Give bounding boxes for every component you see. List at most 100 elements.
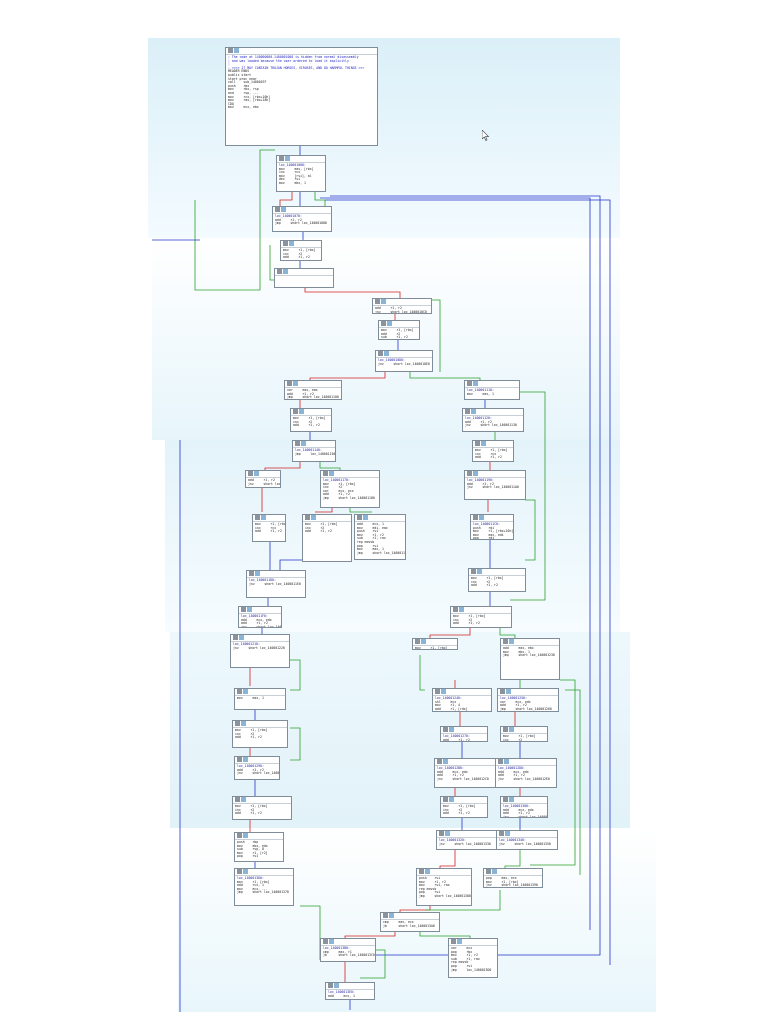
node-group-icon[interactable] [479, 515, 484, 520]
node-color-icon[interactable] [503, 727, 508, 732]
node-header[interactable] [253, 515, 285, 522]
node-color-icon[interactable] [277, 269, 282, 274]
node-group-icon[interactable] [329, 471, 334, 476]
node-color-icon[interactable] [498, 759, 503, 764]
node-group-icon[interactable] [241, 721, 246, 726]
node-group-icon[interactable] [492, 869, 497, 874]
node-group-icon[interactable] [363, 515, 368, 520]
node-color-icon[interactable] [471, 569, 476, 574]
node-header[interactable] [285, 381, 341, 388]
node-color-icon[interactable] [503, 797, 508, 802]
node-group-icon[interactable] [389, 913, 394, 918]
node-group-icon[interactable] [289, 241, 294, 246]
node-header[interactable] [373, 299, 431, 306]
node-group-icon[interactable] [243, 689, 248, 694]
node-color-icon[interactable] [248, 471, 253, 476]
node-group-icon[interactable] [299, 409, 304, 414]
node-group-icon[interactable] [481, 441, 486, 446]
node-color-icon[interactable] [255, 515, 260, 520]
node-color-icon[interactable] [323, 471, 328, 476]
node-color-icon[interactable] [443, 727, 448, 732]
node-group-icon[interactable] [504, 759, 509, 764]
code-block-node[interactable]: loc_140001090:jmp short loc_1400010A0 [274, 268, 334, 288]
node-group-icon[interactable] [384, 351, 389, 356]
node-header[interactable] [451, 607, 511, 614]
node-color-icon[interactable] [235, 721, 240, 726]
node-group-icon[interactable] [441, 689, 446, 694]
node-header[interactable] [417, 869, 471, 876]
node-header[interactable] [497, 831, 557, 838]
node-header[interactable] [226, 48, 377, 55]
code-block-node[interactable]: loc_1400013E0:add ecx, 1 [325, 982, 375, 1000]
code-block-node[interactable]: loc_140001140:jmp loc_140001150 [292, 440, 336, 462]
node-header[interactable] [293, 441, 335, 448]
node-group-icon[interactable] [457, 939, 462, 944]
node-group-icon[interactable] [255, 571, 260, 576]
node-group-icon[interactable] [421, 639, 426, 644]
node-color-icon[interactable] [437, 759, 442, 764]
node-header[interactable] [281, 241, 321, 248]
node-header[interactable] [233, 797, 291, 804]
node-header[interactable] [449, 939, 497, 946]
node-color-icon[interactable] [237, 689, 242, 694]
node-color-icon[interactable] [499, 831, 504, 836]
node-header[interactable] [441, 797, 487, 804]
node-group-icon[interactable] [509, 797, 514, 802]
node-header[interactable] [465, 471, 525, 478]
node-color-icon[interactable] [237, 869, 242, 874]
node-group-icon[interactable] [283, 269, 288, 274]
node-group-icon[interactable] [449, 727, 454, 732]
node-color-icon[interactable] [305, 515, 310, 520]
node-header[interactable] [239, 607, 281, 614]
node-header[interactable] [469, 569, 525, 576]
node-color-icon[interactable] [486, 869, 491, 874]
node-header[interactable] [291, 409, 331, 416]
node-group-icon[interactable] [301, 441, 306, 446]
node-header[interactable] [235, 869, 293, 876]
node-group-icon[interactable] [247, 607, 252, 612]
node-color-icon[interactable] [375, 299, 380, 304]
node-color-icon[interactable] [323, 939, 328, 944]
node-group-icon[interactable] [425, 869, 430, 874]
node-color-icon[interactable] [473, 515, 478, 520]
code-block-node[interactable]: loc_140001210:jnz short loc_140001220 [230, 634, 290, 668]
node-header[interactable] [235, 757, 279, 764]
code-block-node[interactable]: loc_140001340:jnz short loc_140001350 [496, 830, 558, 850]
node-header[interactable] [484, 869, 542, 876]
node-group-icon[interactable] [506, 689, 511, 694]
node-group-icon[interactable] [387, 321, 392, 326]
node-group-icon[interactable] [381, 299, 386, 304]
node-color-icon[interactable] [241, 607, 246, 612]
node-group-icon[interactable] [509, 727, 514, 732]
code-block-node[interactable]: loc_140001110:mov eax, 1 [464, 380, 520, 400]
node-group-icon[interactable] [473, 471, 478, 476]
node-color-icon[interactable] [357, 515, 362, 520]
node-group-icon[interactable] [243, 833, 248, 838]
node-color-icon[interactable] [233, 635, 238, 640]
node-group-icon[interactable] [449, 797, 454, 802]
node-color-icon[interactable] [383, 913, 388, 918]
node-group-icon[interactable] [234, 48, 239, 53]
node-header[interactable] [247, 571, 305, 578]
code-block-node[interactable]: loc_1400010D0:jnz short loc_1400010E0 [375, 350, 433, 372]
